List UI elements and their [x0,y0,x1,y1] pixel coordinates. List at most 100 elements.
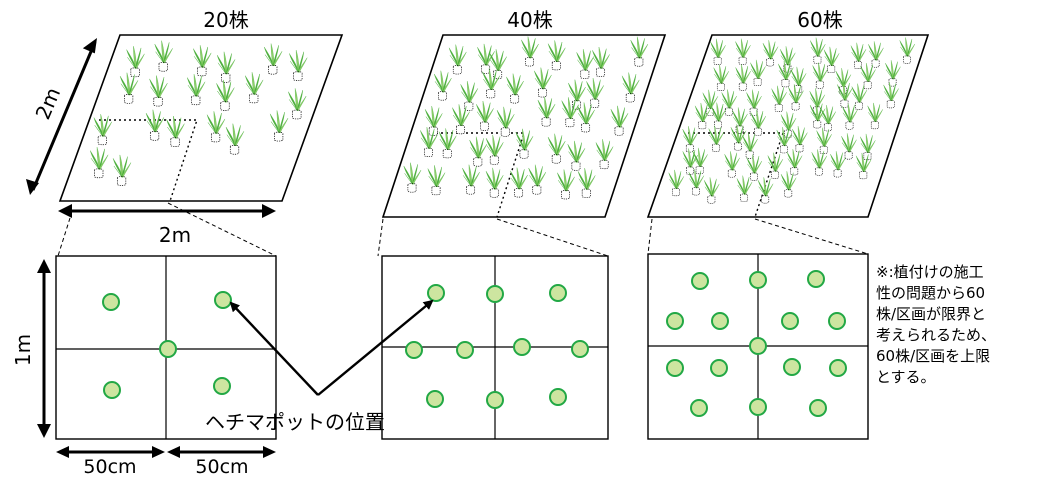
leaf [769,46,779,60]
leaf [709,134,718,145]
pot-position-marker [549,388,567,406]
leaf [575,148,586,163]
leaf [507,84,516,96]
leaf [711,111,720,122]
leaf [568,151,578,163]
potted-plant [119,72,139,104]
depth-label: 2m [31,84,66,123]
potted-plant [630,36,649,67]
width-arrow-head-left [58,204,72,218]
potted-plant [780,171,797,198]
potted-plant [790,66,807,94]
depth-arrow [31,41,97,191]
leaf [714,74,722,84]
leaf [215,118,226,134]
potted-plant [710,102,727,129]
note-line: 60株/区画を上限 [876,347,991,365]
leaf [504,114,515,129]
potted-plant [269,110,289,142]
leaf [736,47,744,58]
leaf [529,43,539,59]
potted-plant [403,162,422,193]
leaf [569,104,580,119]
leaf [569,90,578,102]
leaf [439,138,449,150]
potted-plant [420,127,438,157]
leaf [460,111,470,126]
leaf [751,69,759,79]
leaf [483,78,492,90]
potted-plant [460,80,478,111]
pot-position-marker [690,399,708,417]
pot-position-marker [828,312,846,330]
pot-position-marker [103,381,121,399]
pot-body [840,101,849,108]
leaf [470,147,480,159]
potted-plant [780,111,797,138]
pot-body [551,155,561,164]
potted-plant [288,88,307,120]
potted-plant [489,49,507,80]
leaf [693,157,701,167]
leaf [201,52,212,68]
leaf [751,118,759,129]
pot-body [791,103,800,111]
leaf [753,96,762,109]
leaf [578,178,588,190]
leaf [810,111,819,122]
leaf [490,75,500,90]
pot-body [486,90,496,99]
pot-body [780,146,788,154]
leaf [742,70,751,84]
pot-body [500,128,510,137]
leaf [856,162,865,172]
leaf [757,66,766,79]
pot-position-marker [749,337,767,355]
potted-plant [692,147,708,175]
leaf [234,131,245,146]
pot-body [614,127,624,136]
title-20: 20株 [203,8,248,32]
pot-body [590,100,600,108]
potted-plant [837,81,853,108]
leaf [586,175,596,190]
potted-plant [736,175,753,202]
potted-plant [537,96,556,127]
potted-plant [786,149,803,176]
potted-plant [771,85,787,112]
leaf [780,55,789,66]
leaf [739,113,748,127]
pot-body [750,173,758,181]
potted-plant [567,140,586,171]
leaf [732,116,741,127]
leaf [783,133,792,146]
leaf [819,68,828,82]
leaf [594,85,604,100]
half-right-label: 50cm [195,456,248,477]
leaf [630,79,640,95]
leaf [849,109,858,123]
potted-plant [528,164,546,195]
pointer-line-1 [229,301,319,396]
potted-plant [149,75,168,107]
potted-plant [757,177,774,204]
pot-body [813,57,822,64]
pot-position-marker [159,340,177,358]
pot-body [815,81,824,89]
potted-plant [855,152,872,180]
pot-position-marker [213,377,231,395]
pot-body [581,124,591,133]
proj-60-left [647,218,653,255]
pot-position-marker [549,284,567,302]
potted-plant [264,43,283,75]
pot-position-marker [102,293,120,311]
leaf [511,178,520,190]
pot-position-marker [486,285,504,303]
pot-body [903,56,911,64]
potted-plant [868,41,884,68]
leaf [146,120,156,132]
potted-plant [850,42,867,69]
pot-body [716,84,725,91]
pot-body [229,146,240,155]
pot-position-marker [427,284,445,302]
